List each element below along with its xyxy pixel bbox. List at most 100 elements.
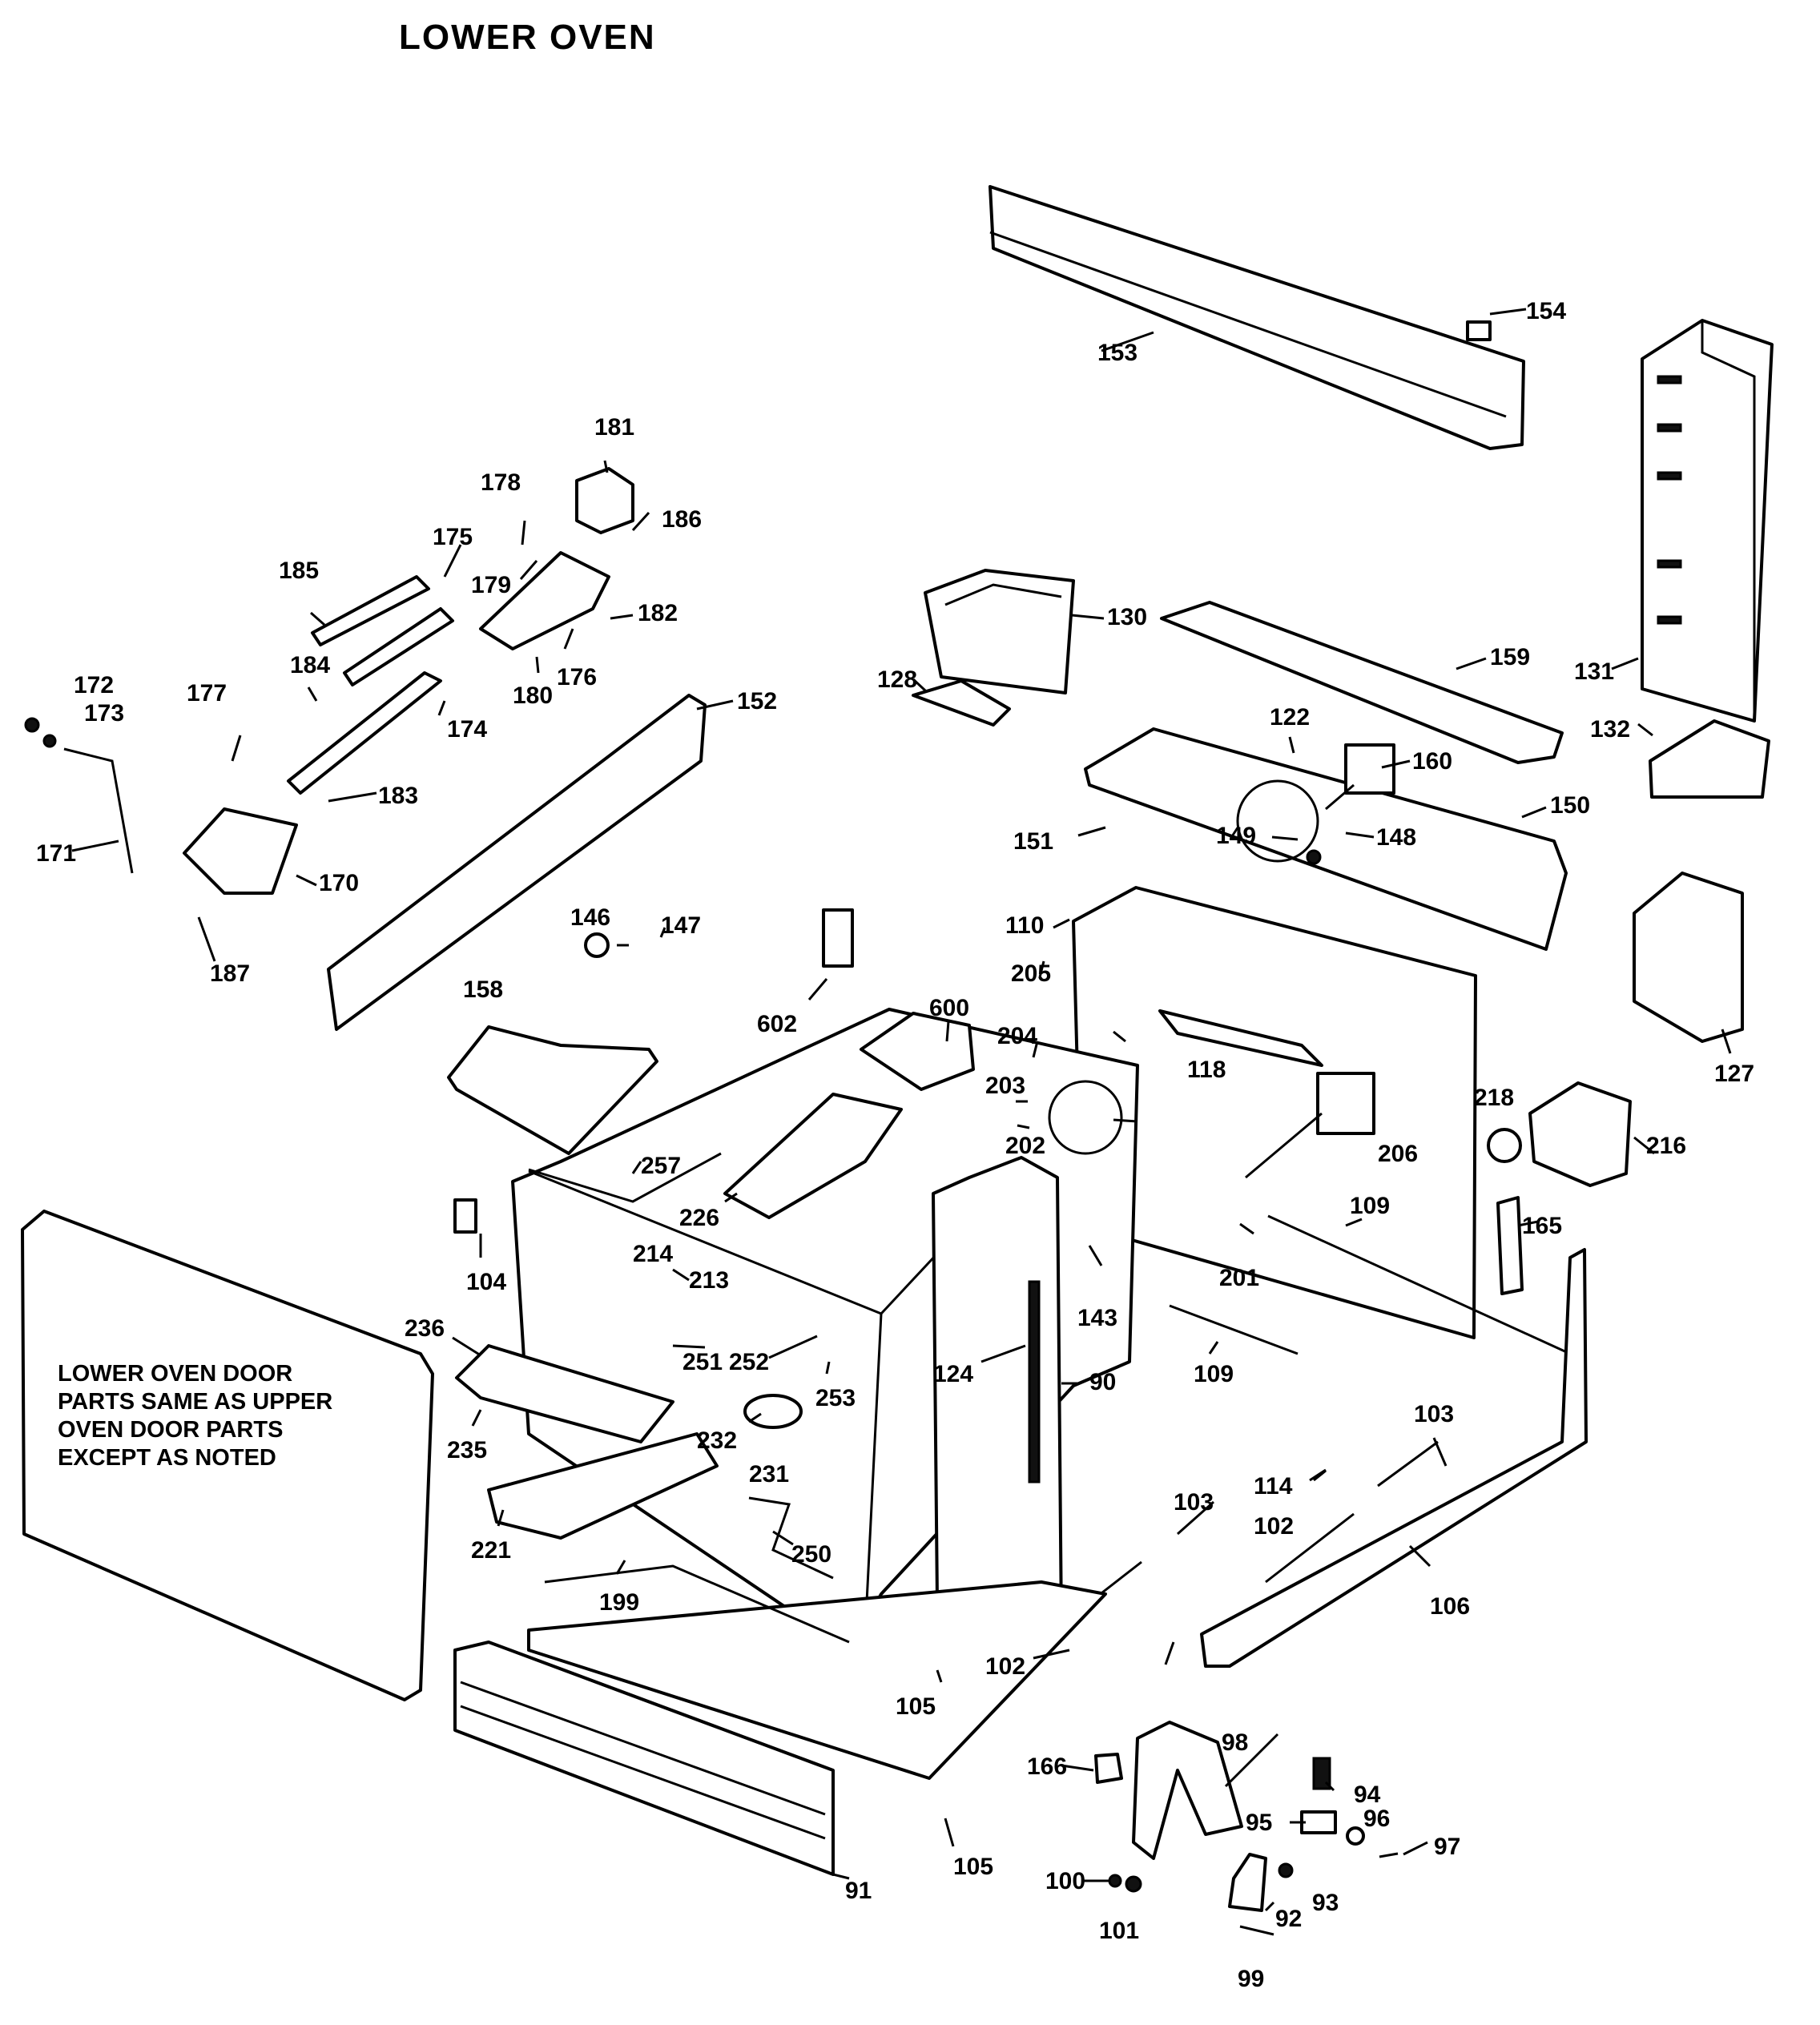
label-128: 128 [877, 666, 917, 693]
part-165-hinge-bracket[interactable] [1496, 1196, 1524, 1295]
part-153-top-trim[interactable] [989, 185, 1525, 450]
label-178: 178 [481, 469, 521, 496]
part-98-rod[interactable] [1224, 1733, 1279, 1788]
label-236: 236 [405, 1315, 445, 1342]
part-127-bracket[interactable] [1633, 872, 1744, 1043]
label-231: 231 [749, 1461, 789, 1488]
part-152-rail[interactable] [327, 694, 707, 1031]
label-132: 132 [1590, 716, 1630, 743]
label-600: 600 [929, 995, 969, 1021]
part-250-bake-element[interactable] [748, 1496, 834, 1580]
part-185-link[interactable] [311, 575, 430, 646]
label-122: 122 [1270, 704, 1310, 731]
part-172-nut[interactable] [24, 717, 40, 733]
part-106-rail[interactable] [1200, 1248, 1588, 1668]
part-97-screw[interactable] [1379, 1852, 1399, 1858]
label-253: 253 [815, 1385, 856, 1411]
part-131-side-panel[interactable] [1641, 319, 1774, 723]
part-98-latch-lever[interactable] [1132, 1721, 1243, 1860]
label-160: 160 [1412, 748, 1452, 775]
label-165: 165 [1522, 1213, 1562, 1239]
part-105-base-pan[interactable] [527, 1580, 1107, 1780]
part-206-thermostat[interactable] [1245, 1072, 1375, 1179]
part-159-cover[interactable] [1160, 601, 1564, 764]
part-174-bar[interactable] [287, 671, 442, 795]
label-173: 173 [84, 700, 124, 727]
note-line-2: PARTS SAME AS UPPER [58, 1389, 333, 1415]
part-146-cutoff[interactable] [584, 932, 610, 958]
part-173-washer[interactable] [42, 734, 57, 748]
part-158-deflector[interactable] [447, 1025, 658, 1155]
label-202: 202 [1005, 1133, 1045, 1159]
part-92-bracket[interactable] [1228, 1853, 1267, 1912]
oven-cavity[interactable] [511, 1008, 1139, 1652]
label-602: 602 [757, 1011, 797, 1037]
part-128-bracket[interactable] [912, 679, 1011, 727]
part-166-clip[interactable] [1094, 1753, 1123, 1784]
part-99-pin[interactable] [1239, 1925, 1274, 1936]
part-236-broiler-pan[interactable] [455, 1344, 674, 1443]
part-176-bracket[interactable] [479, 551, 610, 650]
part-124-front-frame[interactable] [932, 1156, 1063, 1628]
label-172: 172 [74, 672, 114, 698]
part-100-nut[interactable] [1108, 1874, 1122, 1888]
label-182: 182 [638, 600, 678, 626]
label-96: 96 [1363, 1806, 1390, 1832]
part-94-block[interactable] [1312, 1757, 1331, 1790]
label-180: 180 [513, 682, 553, 709]
part-151-150-control-panel[interactable] [1084, 727, 1568, 951]
label-92: 92 [1275, 1906, 1302, 1932]
label-199: 199 [599, 1589, 639, 1616]
label-232: 232 [697, 1427, 737, 1454]
note-line-1: LOWER OVEN DOOR [58, 1361, 293, 1387]
part-103-spring-right[interactable] [1377, 1440, 1439, 1488]
label-166: 166 [1027, 1753, 1067, 1780]
part-93-nut[interactable] [1278, 1862, 1294, 1878]
part-154-clip[interactable] [1466, 320, 1492, 341]
label-151: 151 [1013, 828, 1053, 855]
part-226-broil-element[interactable] [723, 1093, 903, 1219]
part-171-rod[interactable] [63, 747, 134, 874]
label-187: 187 [210, 960, 250, 987]
label-203: 203 [985, 1073, 1025, 1099]
label-251: 251 [682, 1349, 723, 1375]
part-130-box[interactable] [924, 569, 1075, 694]
label-95: 95 [1246, 1810, 1272, 1836]
part-91-kick-panel[interactable] [453, 1641, 835, 1876]
part-231-cover[interactable] [743, 1394, 803, 1429]
label-213: 213 [689, 1267, 729, 1294]
label-127: 127 [1714, 1061, 1754, 1087]
part-170-switch-assembly[interactable] [183, 807, 298, 895]
part-600-blower[interactable] [860, 1012, 975, 1091]
label-152: 152 [737, 688, 777, 715]
part-101-washer[interactable] [1125, 1875, 1142, 1893]
part-118-bar[interactable] [1158, 1009, 1323, 1067]
leader-lines [71, 308, 1732, 1912]
part-104-stud[interactable] [453, 1198, 477, 1234]
part-602-latch[interactable] [822, 908, 854, 968]
label-158: 158 [463, 976, 503, 1003]
label-93: 93 [1312, 1890, 1339, 1916]
label-174: 174 [447, 716, 487, 743]
part-102-spring-right[interactable] [1265, 1512, 1355, 1584]
part-181-housing[interactable] [575, 467, 634, 534]
part-109-rod-upper[interactable] [1267, 1214, 1571, 1355]
label-153: 153 [1097, 340, 1138, 366]
part-109-rod-lower[interactable] [1169, 1304, 1299, 1355]
part-95-pin[interactable] [1300, 1810, 1337, 1834]
part-132-bracket[interactable] [1649, 719, 1770, 799]
part-199-bottom[interactable] [544, 1564, 850, 1644]
label-146: 146 [570, 904, 610, 931]
part-96-washer[interactable] [1346, 1826, 1365, 1846]
part-103-spring-left[interactable] [1177, 1500, 1214, 1536]
part-175-link[interactable] [343, 607, 454, 686]
part-216-holder[interactable] [1528, 1081, 1632, 1187]
part-221-rack[interactable] [487, 1432, 719, 1540]
part-160-switch[interactable] [1325, 743, 1395, 811]
label-201: 201 [1219, 1265, 1259, 1291]
lower-oven-door-panel[interactable] [21, 1210, 434, 1701]
label-205: 205 [1011, 960, 1051, 987]
label-204: 204 [997, 1023, 1037, 1049]
part-257-gasket[interactable] [528, 1152, 722, 1203]
part-218-knob[interactable] [1487, 1128, 1522, 1163]
